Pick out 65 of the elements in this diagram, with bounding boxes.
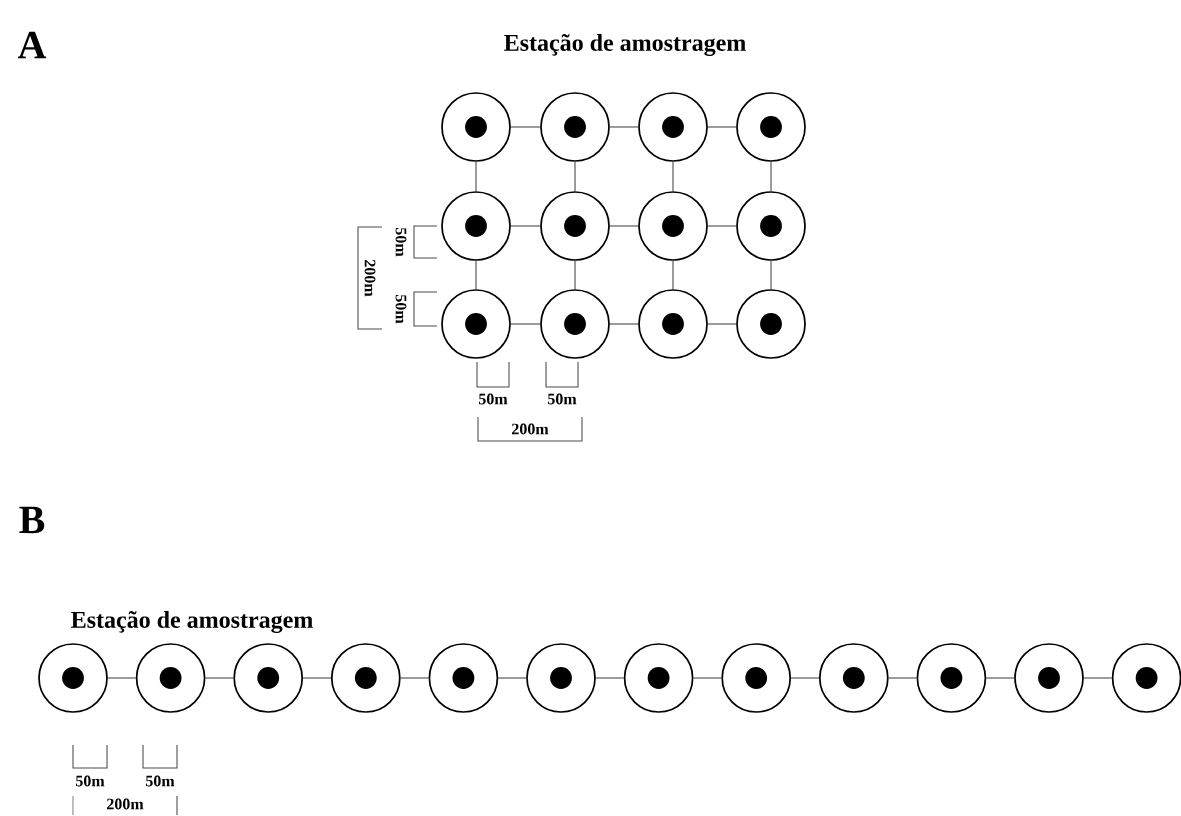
connector-line bbox=[475, 161, 477, 192]
connector-line bbox=[302, 677, 332, 679]
connector-line bbox=[707, 323, 737, 325]
connector-line bbox=[770, 260, 772, 290]
station-symbol bbox=[330, 643, 401, 713]
connector-line bbox=[1083, 677, 1113, 679]
connector-line bbox=[888, 677, 918, 679]
station-symbol bbox=[135, 643, 206, 713]
connector-line bbox=[475, 260, 477, 290]
panel-letter: B bbox=[19, 506, 45, 534]
connector-line bbox=[790, 677, 820, 679]
dimension-label: 200m bbox=[512, 423, 549, 435]
connector-line bbox=[609, 225, 639, 227]
connector-line bbox=[497, 677, 527, 679]
dimension-label: 200m bbox=[107, 798, 144, 810]
station-symbol bbox=[623, 643, 694, 713]
dimension-label: 50m bbox=[76, 775, 105, 787]
heading: Estação de amostragem bbox=[71, 611, 313, 633]
station-symbol bbox=[638, 191, 708, 261]
station-symbol bbox=[736, 191, 806, 261]
station-symbol bbox=[1014, 643, 1084, 713]
connector-line bbox=[510, 323, 541, 325]
station-symbol bbox=[441, 92, 511, 162]
station-symbol bbox=[540, 92, 610, 162]
station-symbol bbox=[1111, 643, 1181, 713]
connector-line bbox=[707, 126, 737, 128]
station-symbol bbox=[441, 289, 511, 359]
station-symbol bbox=[916, 643, 987, 713]
dimension-label: 50m bbox=[395, 295, 407, 324]
station-symbol bbox=[721, 643, 792, 713]
dimension-label: 50m bbox=[548, 393, 577, 405]
station-symbol bbox=[428, 643, 499, 713]
station-symbol bbox=[38, 643, 108, 713]
connector-line bbox=[692, 677, 722, 679]
connector-line bbox=[510, 225, 541, 227]
station-symbol bbox=[638, 92, 708, 162]
station-symbol bbox=[233, 643, 304, 713]
connector-line bbox=[107, 677, 137, 679]
station-symbol bbox=[540, 191, 610, 261]
station-symbol bbox=[441, 191, 511, 261]
connector-line bbox=[609, 323, 639, 325]
station-symbol bbox=[736, 92, 806, 162]
connector-line bbox=[672, 260, 674, 290]
dimension-label: 50m bbox=[479, 393, 508, 405]
connector-line bbox=[707, 225, 737, 227]
panel-letter: A bbox=[17, 31, 47, 59]
connector-line bbox=[770, 161, 772, 192]
heading: Estação de amostragem bbox=[504, 34, 746, 56]
connector-line bbox=[574, 161, 576, 192]
connector-line bbox=[672, 161, 674, 192]
connector-line bbox=[985, 677, 1015, 679]
station-symbol bbox=[736, 289, 806, 359]
connector-line bbox=[400, 677, 430, 679]
connector-line bbox=[574, 260, 576, 290]
connector-line bbox=[595, 677, 625, 679]
dimension-label: 200m bbox=[364, 260, 376, 297]
dimension-label: 50m bbox=[395, 228, 407, 257]
connector-line bbox=[204, 677, 234, 679]
dimension-label: 50m bbox=[146, 775, 175, 787]
station-symbol bbox=[818, 643, 889, 713]
station-symbol bbox=[526, 643, 596, 713]
connector-line bbox=[510, 126, 541, 128]
station-symbol bbox=[540, 289, 610, 359]
station-symbol bbox=[638, 289, 708, 359]
connector-line bbox=[609, 126, 639, 128]
